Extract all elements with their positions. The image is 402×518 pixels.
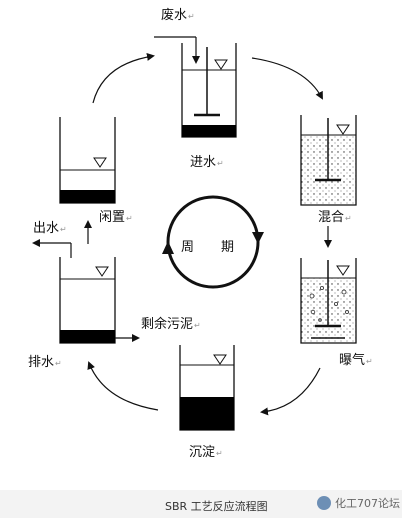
air-bubbles [309, 285, 349, 322]
watermark: 化工707论坛 [317, 495, 400, 511]
sludge-layer [182, 125, 236, 137]
cycle-symbol [162, 195, 264, 289]
label-mix: 混合↵ [318, 210, 352, 225]
arrow-idle-to-fill [92, 53, 155, 104]
water-level-icon [214, 59, 228, 70]
water-level-icon [213, 354, 227, 365]
cycle-arrowhead-left [162, 241, 174, 254]
label-waste-water: 废水↵ [161, 8, 195, 23]
label-aerate: 曝气↵ [339, 353, 373, 368]
tank-aerate [300, 258, 357, 344]
cycle-label-right: 期 [221, 240, 235, 255]
sludge-layer [60, 190, 115, 203]
label-fill: 进水↵ [190, 155, 224, 170]
tank-fill [154, 36, 237, 138]
tank-drain [32, 239, 140, 344]
figure-caption: SBR 工艺反应流程图 [165, 500, 268, 513]
water-level-icon [336, 265, 350, 276]
label-settle: 沉淀↵ [189, 445, 223, 460]
label-drain: 排水↵ [28, 355, 62, 370]
tank-mix [300, 115, 357, 206]
arrow-fill-to-mix [251, 57, 323, 100]
watermark-text: 化工707论坛 [335, 497, 400, 510]
water-level-icon [95, 266, 109, 277]
tank-settle [179, 345, 235, 431]
cycle-arrowhead-right [252, 232, 264, 244]
water-level-icon [336, 124, 350, 135]
sludge-layer [180, 397, 234, 430]
arrow-settle-to-drain [87, 361, 159, 411]
cycle-arrows [84, 53, 332, 416]
label-idle: 闲置↵ [99, 210, 133, 225]
footer-bar [0, 490, 402, 518]
arrow-aerate-to-settle [260, 367, 321, 416]
sludge-layer [60, 330, 115, 343]
cycle-label-left: 周 [181, 240, 195, 255]
label-outflow: 出水↵ [33, 221, 67, 236]
watermark-logo-icon [317, 496, 331, 510]
tank-idle [59, 117, 116, 204]
label-excess-sludge: 剩余污泥↵ [141, 317, 201, 332]
water-level-icon [93, 157, 107, 168]
